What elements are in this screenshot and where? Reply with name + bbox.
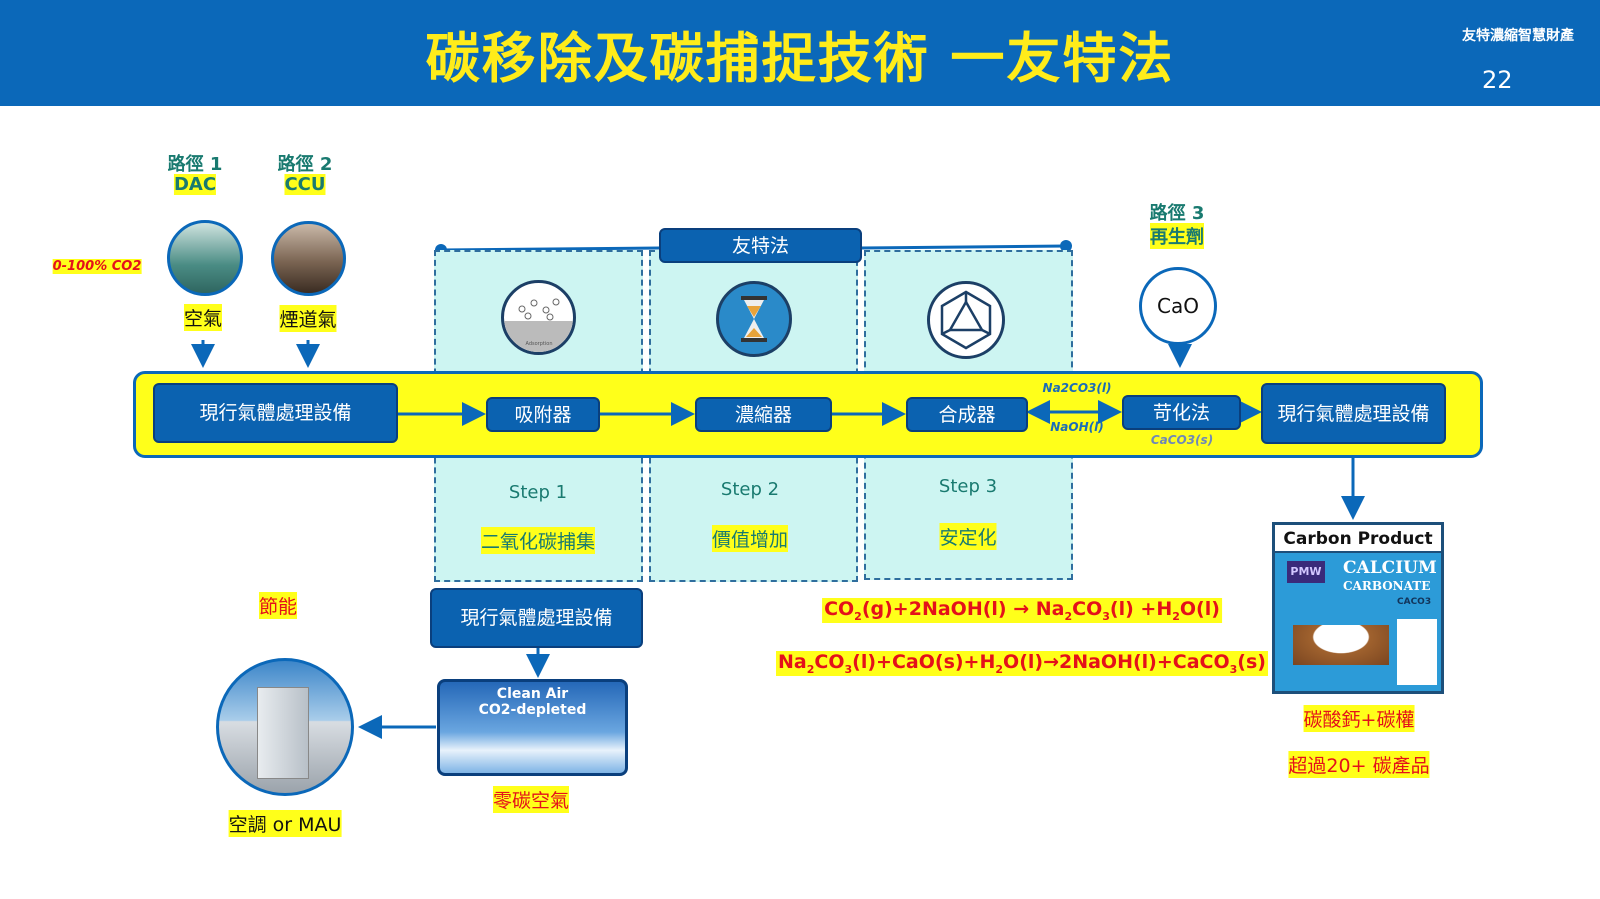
step1-label: 二氧化碳捕集 — [480, 527, 596, 554]
adsorption-caption: Adsorption — [525, 341, 553, 347]
org-label: 友特濃縮智慧財產 — [1462, 28, 1574, 44]
adsorption-icon: Adsorption — [501, 280, 576, 355]
step3-number: Step 3 — [938, 476, 998, 497]
route1-tag: DAC — [173, 174, 217, 195]
carbon-product-image: Carbon Product PMW CALCIUM CARBONATE CAC… — [1272, 522, 1444, 694]
flue-gas-label: 煙道氣 — [279, 305, 337, 332]
product-title: Carbon Product — [1275, 525, 1441, 553]
inlet-equipment-box: 現行氣體處理設備 — [153, 383, 398, 443]
product-name2: CARBONATE — [1343, 579, 1431, 593]
powder-bowl-image — [1293, 625, 1389, 665]
adsorber-box: 吸附器 — [486, 397, 600, 432]
outlet-equipment-box: 現行氣體處理設備 — [1261, 383, 1446, 444]
concentrator-box: 濃縮器 — [695, 397, 832, 432]
product-caption1: 碳酸鈣+碳權 — [1303, 705, 1415, 732]
clean-air-image: Clean Air CO2-depleted — [437, 679, 628, 776]
air-label: 空氣 — [183, 304, 223, 331]
route3-label: 路徑 3 — [1149, 203, 1205, 224]
caco3-label: CaCO3(s) — [1150, 433, 1214, 447]
product-formula: CACO3 — [1397, 597, 1432, 607]
na2co3-label: Na2CO3(l) — [1042, 381, 1112, 395]
hvac-image — [216, 658, 354, 796]
equation-2: Na2CO3(l)+CaO(s)+H2O(l)→2NaOH(l)+CaCO3(s… — [776, 651, 1268, 676]
synthesizer-box: 合成器 — [906, 397, 1028, 432]
bottom-equipment-box: 現行氣體處理設備 — [430, 588, 643, 648]
route1-label: 路徑 1 — [167, 154, 223, 175]
energy-saving-label: 節能 — [258, 592, 298, 619]
product-name1: CALCIUM — [1343, 558, 1437, 578]
causticizing-box: 苛化法 — [1122, 395, 1241, 430]
zero-carbon-label: 零碳空氣 — [492, 786, 570, 813]
co2-range-label: 0-100% CO2 — [52, 259, 142, 274]
route2-tag: CCU — [284, 174, 326, 195]
step3-label: 安定化 — [939, 523, 997, 550]
route2-label: 路徑 2 — [277, 154, 333, 175]
equation-1: CO2(g)+2NaOH(l) → Na2CO3(l) +H2O(l) — [822, 598, 1222, 623]
page-number: 22 — [1482, 66, 1513, 94]
step1-number: Step 1 — [508, 482, 568, 503]
cao-circle: CaO — [1139, 267, 1217, 345]
step2-label: 價值增加 — [711, 525, 789, 552]
hvac-label: 空調 or MAU — [228, 810, 342, 837]
air-image — [167, 220, 243, 296]
step2-number: Step 2 — [720, 479, 780, 500]
hourglass-icon — [716, 281, 792, 357]
clean-air-line1: Clean Air — [496, 686, 569, 702]
product-brand: PMW — [1287, 561, 1325, 583]
page-title: 碳移除及碳捕捉技術 一友特法 — [425, 27, 1175, 90]
nutrition-label — [1397, 619, 1437, 685]
flue-gas-image — [271, 221, 346, 296]
product-caption2: 超過20+ 碳產品 — [1288, 751, 1430, 778]
route3-tag: 再生劑 — [1150, 223, 1204, 249]
naoh-label: NaOH(l) — [1050, 420, 1104, 434]
header-bar — [0, 0, 1600, 106]
crystal-icon — [927, 281, 1005, 359]
method-label-box: 友特法 — [659, 228, 862, 263]
clean-air-line2: CO2-depleted — [478, 702, 587, 718]
